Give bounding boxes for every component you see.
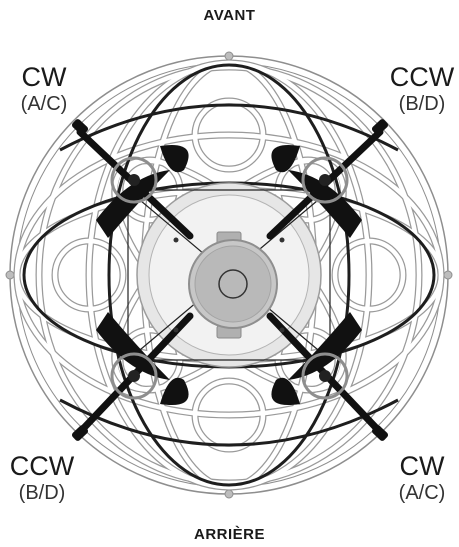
drone-diagram (0, 0, 459, 547)
